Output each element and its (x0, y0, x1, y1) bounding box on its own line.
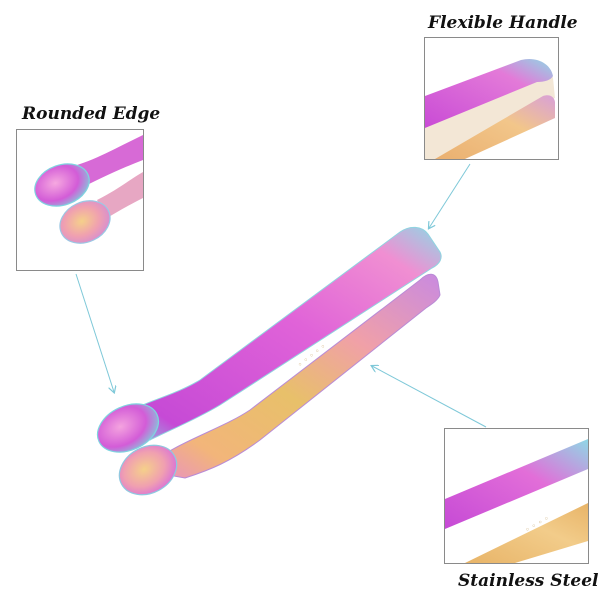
tong-top-bowl (96, 403, 160, 453)
rounded-edge-inset (16, 129, 144, 271)
flexible-handle-inset (424, 37, 559, 160)
tong-bottom-bowl (118, 444, 178, 496)
tong-top-arm (119, 226, 442, 441)
tong-bottom-arm (138, 273, 441, 479)
arrow-flexible-handle (429, 163, 471, 228)
arrow-stainless-steel (372, 366, 487, 428)
arrow-rounded-edge (75, 273, 114, 392)
rounded-edge-label: Rounded Edge (22, 104, 161, 124)
stainless-steel-label: Stainless Steel (458, 571, 599, 591)
flexible-handle-label: Flexible Handle (428, 13, 578, 33)
stainless-steel-inset: ◦ ◦ ◦ ◦ (444, 428, 589, 564)
